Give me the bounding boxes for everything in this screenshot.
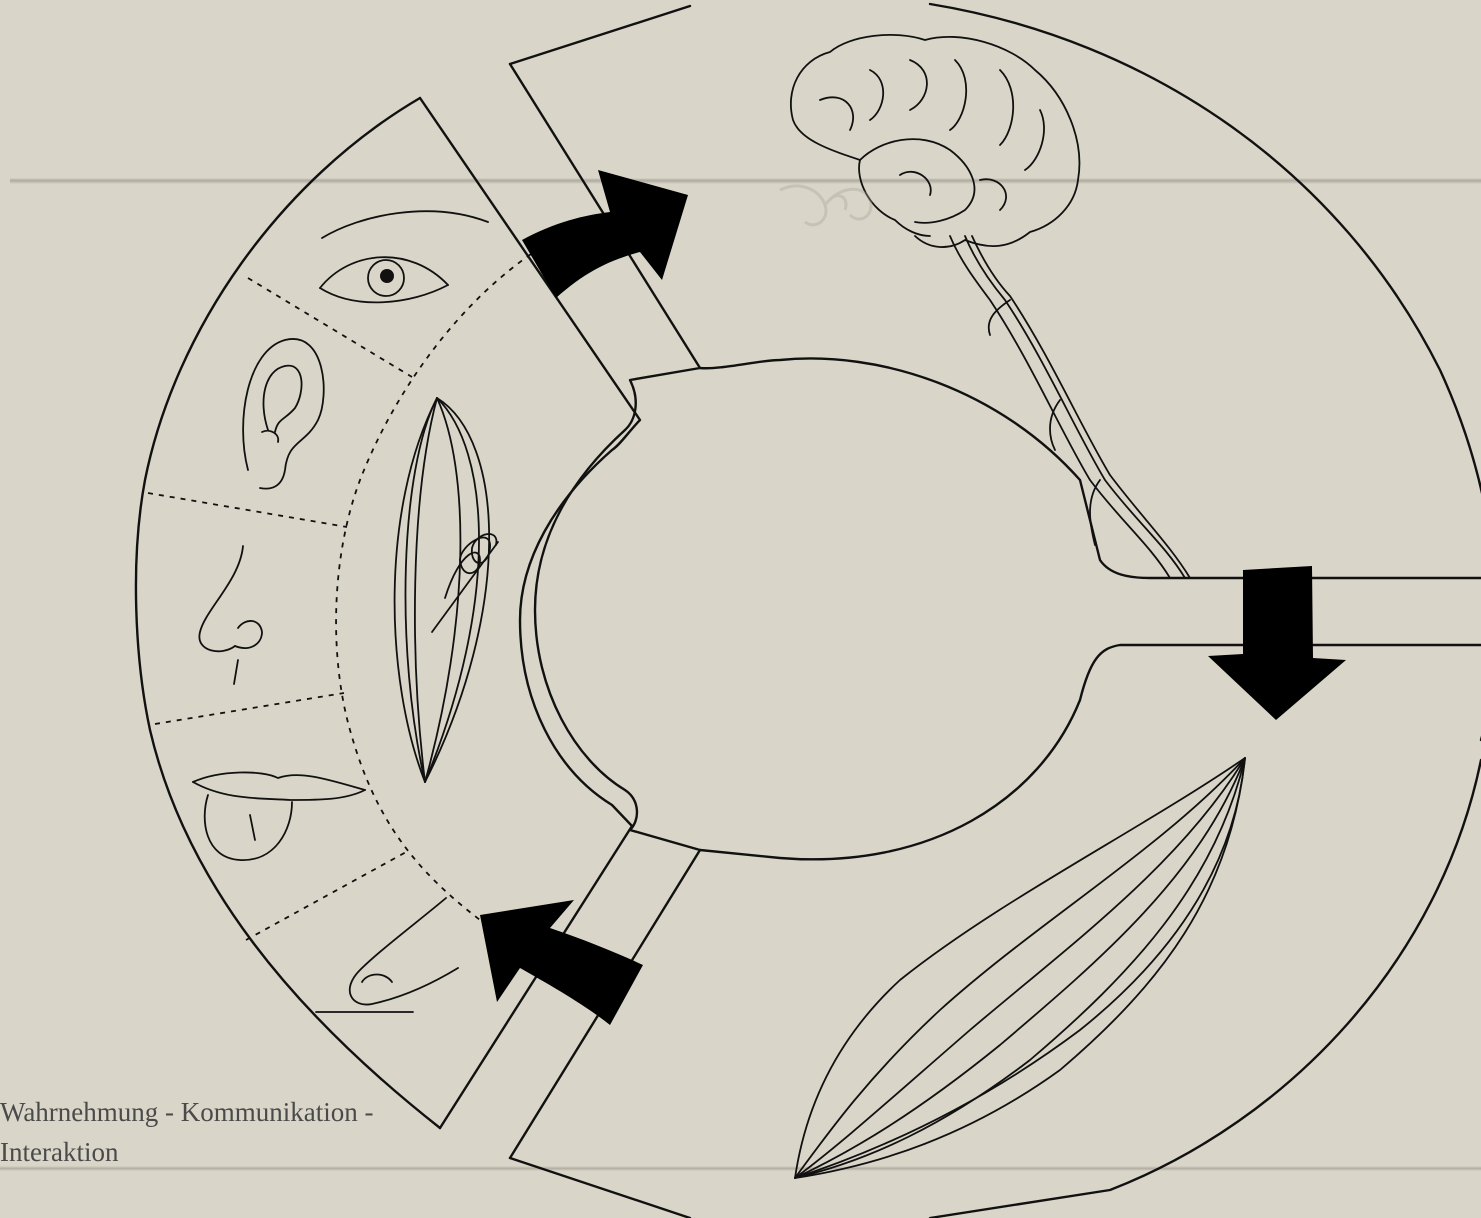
- muscle-spindle-icon: [395, 398, 498, 782]
- caption-line-1: Wahrnehmung - Kommunikation -: [0, 1092, 520, 1132]
- ascending-arrow-icon: [522, 170, 688, 298]
- nose-icon: [199, 546, 262, 684]
- caption-line-2: Interaktion: [0, 1132, 520, 1172]
- descending-arrow-icon: [1208, 566, 1346, 720]
- tongue-lips-icon: [193, 772, 365, 860]
- ear-icon: [243, 339, 324, 489]
- muscle-icon: [795, 758, 1245, 1178]
- brain-spinal-cord-icon: [791, 35, 1190, 578]
- diagram-caption: Wahrnehmung - Kommunikation - Interaktio…: [0, 1092, 520, 1172]
- finger-touch-icon: [316, 898, 458, 1012]
- input-arrow-icon: [480, 900, 643, 1025]
- eye-icon: [320, 211, 488, 302]
- ornament-icon: [780, 186, 871, 225]
